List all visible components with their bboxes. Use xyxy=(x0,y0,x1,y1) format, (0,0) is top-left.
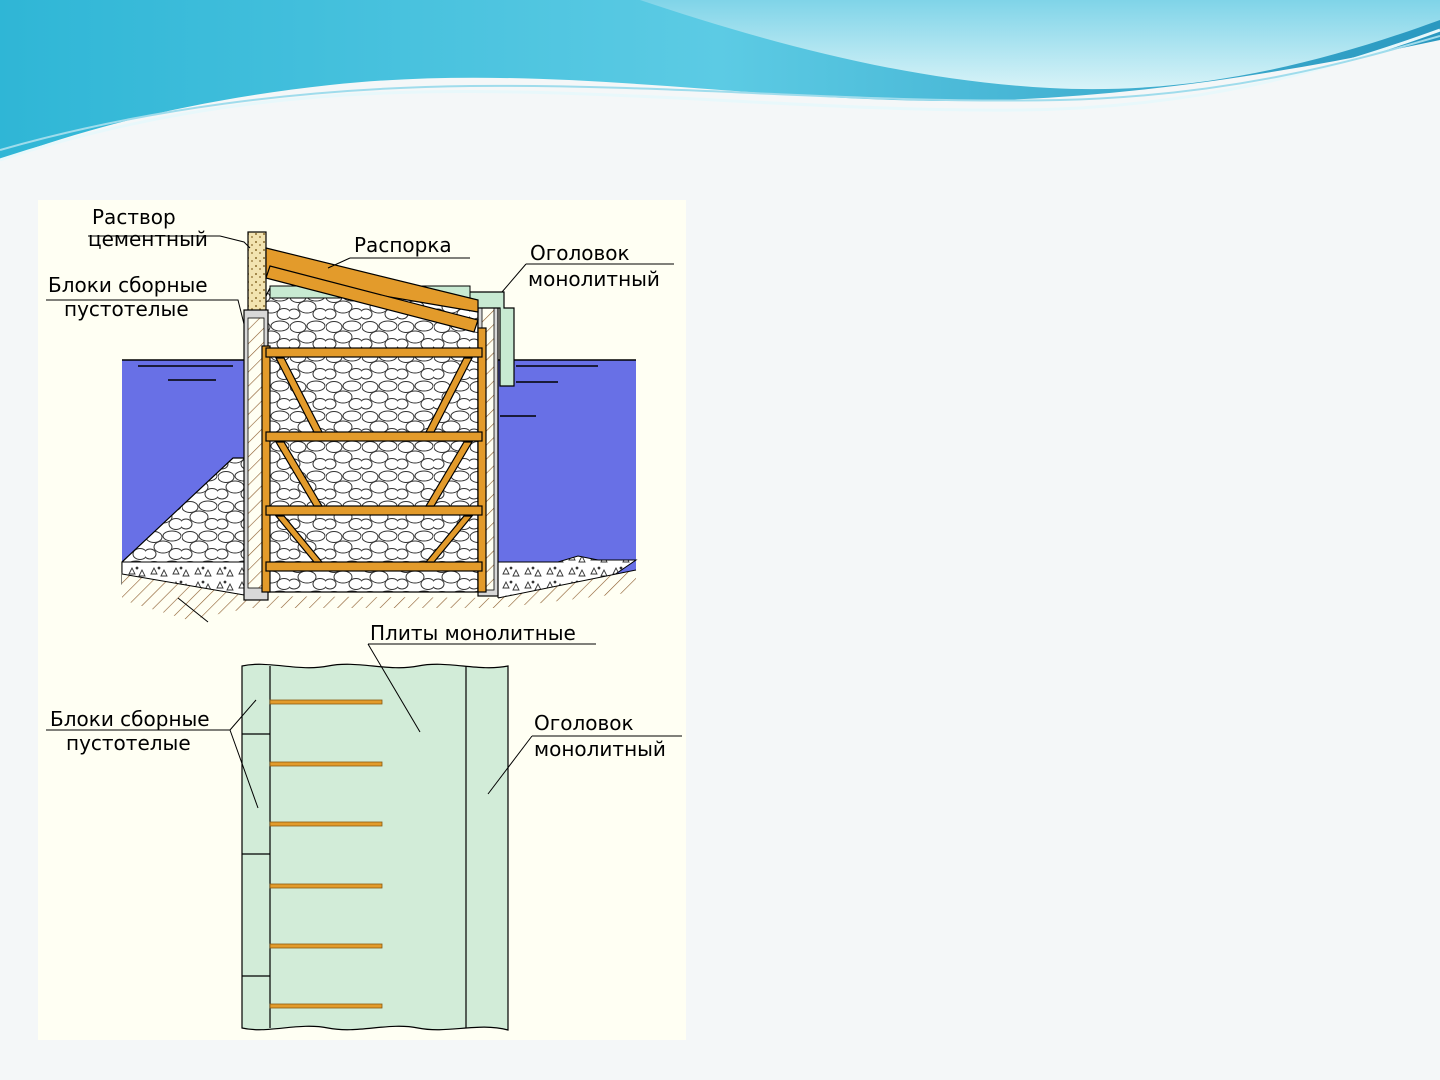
label-plan-cap-line1: Оголовок xyxy=(534,711,634,735)
label-cap-line1: Оголовок xyxy=(530,241,630,265)
label-plan-blocks-line2: пустотелые xyxy=(66,731,191,755)
label-blocks-line2: пустотелые xyxy=(64,297,189,321)
label-mortar-line2: цементный xyxy=(88,227,208,251)
label-slabs: Плиты монолитные xyxy=(370,621,576,645)
label-mortar-line1: Раствор xyxy=(92,205,176,229)
label-plan-cap-line2: монолитный xyxy=(534,737,666,761)
water-right xyxy=(494,360,636,580)
label-plan-blocks-line1: Блоки сборные xyxy=(50,707,210,731)
label-blocks-line1: Блоки сборные xyxy=(48,273,208,297)
breakwater-diagram: Раствор цементный Распорка Оголовок моно… xyxy=(38,200,686,1040)
label-strut: Распорка xyxy=(354,233,452,257)
header-wave-decoration xyxy=(0,0,1440,170)
label-cap-line2: монолитный xyxy=(528,267,660,291)
diagram-canvas: Раствор цементный Распорка Оголовок моно… xyxy=(38,200,686,1040)
plan-view xyxy=(242,664,508,1030)
